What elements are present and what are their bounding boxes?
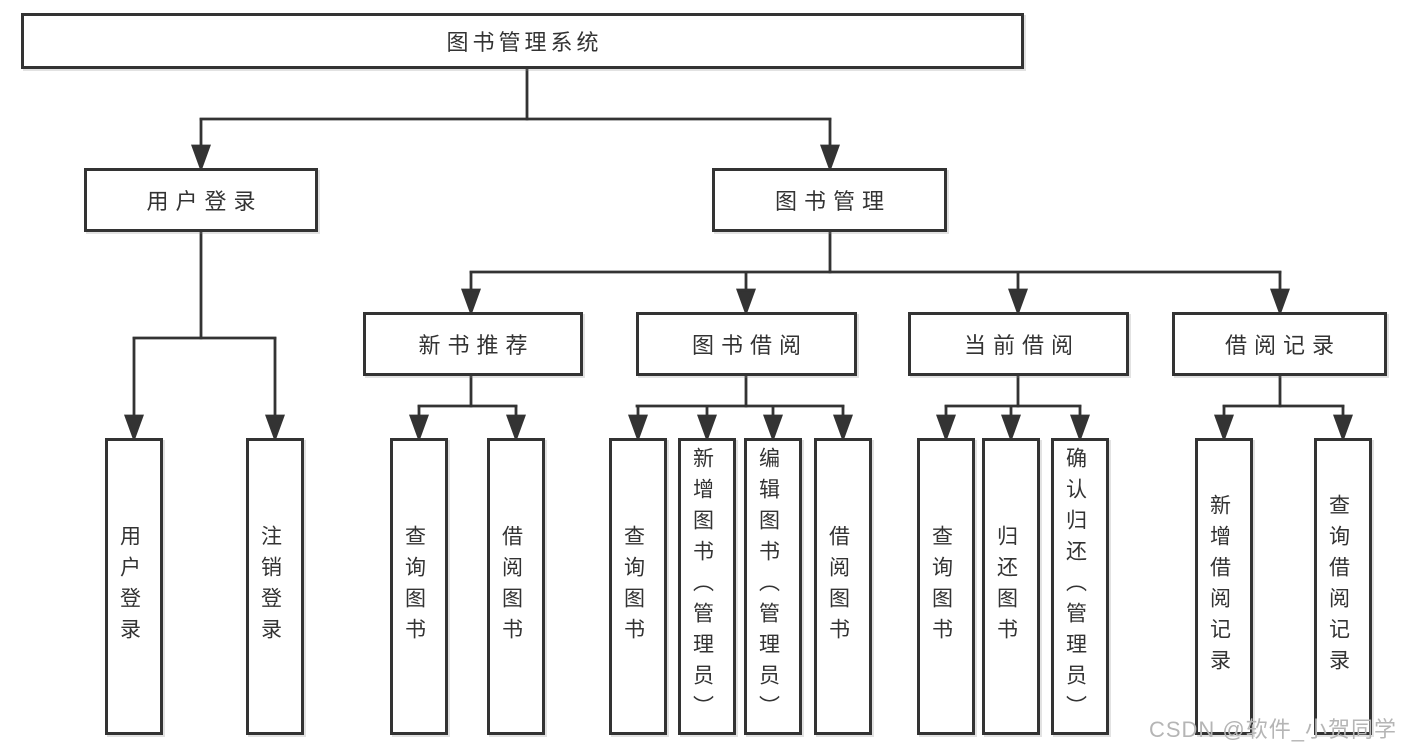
watermark-text: CSDN @软件_小贺同学 xyxy=(1148,717,1397,742)
node-user-login: 用户登录 xyxy=(84,168,318,232)
node-label: 借阅图书 xyxy=(826,524,850,649)
node-label: 编辑图书（管理员） xyxy=(756,447,780,726)
leaf-edit-books-admin: 编辑图书（管理员） xyxy=(744,438,802,735)
arrowhead xyxy=(736,288,756,317)
node-label: 新增图书（管理员） xyxy=(690,447,714,726)
node-label: 新书推荐 xyxy=(418,333,535,358)
leaf-confirm-return-admin: 确认归还（管理员） xyxy=(1051,438,1109,735)
leaf-add-books-admin: 新增图书（管理员） xyxy=(678,438,736,735)
node-label: 归还图书 xyxy=(994,524,1018,649)
arrowhead xyxy=(265,414,285,443)
node-label: 图书借阅 xyxy=(691,333,808,358)
arrowhead xyxy=(820,144,840,173)
arrowhead xyxy=(506,414,526,443)
leaf-logout: 注销登录 xyxy=(246,438,304,735)
node-label: 图书管理系统 xyxy=(446,30,603,55)
arrowhead xyxy=(409,414,429,443)
node-label: 新增借阅记录 xyxy=(1207,493,1231,680)
arrowhead xyxy=(833,414,853,443)
arrowhead xyxy=(461,288,481,317)
node-label: 查询图书 xyxy=(929,524,953,649)
leaf-borrow-books: 借阅图书 xyxy=(814,438,872,735)
leaf-return-books: 归还图书 xyxy=(982,438,1040,735)
node-label: 借阅图书 xyxy=(499,524,523,649)
leaf-add-borrow-record: 新增借阅记录 xyxy=(1195,438,1253,735)
leaf-query-borrow-record: 查询借阅记录 xyxy=(1314,438,1372,735)
node-borrowing-records: 借阅记录 xyxy=(1172,312,1387,376)
node-new-book-recommendation: 新书推荐 xyxy=(363,312,583,376)
arrowhead xyxy=(1001,414,1021,443)
arrowhead xyxy=(191,144,211,173)
node-label: 查询借阅记录 xyxy=(1326,493,1350,680)
node-label: 图书管理 xyxy=(774,189,891,214)
arrowhead xyxy=(1270,288,1290,317)
leaf-borrowing-query-books: 查询图书 xyxy=(609,438,667,735)
arrowhead xyxy=(124,414,144,443)
arrowhead xyxy=(763,414,783,443)
arrowhead xyxy=(697,414,717,443)
node-label: 用户登录 xyxy=(117,524,141,649)
node-label: 借阅记录 xyxy=(1224,333,1341,358)
arrowhead xyxy=(1070,414,1090,443)
node-current-borrowing: 当前借阅 xyxy=(908,312,1129,376)
node-library-management-system: 图书管理系统 xyxy=(21,13,1024,69)
arrowhead xyxy=(1333,414,1353,443)
node-book-management: 图书管理 xyxy=(712,168,947,232)
node-book-borrowing: 图书借阅 xyxy=(636,312,857,376)
arrowhead xyxy=(1214,414,1234,443)
leaf-recommend-borrow-books: 借阅图书 xyxy=(487,438,545,735)
arrowhead xyxy=(936,414,956,443)
node-label: 查询图书 xyxy=(402,524,426,649)
leaf-recommend-query-books: 查询图书 xyxy=(390,438,448,735)
node-label: 注销登录 xyxy=(258,524,282,649)
node-label: 查询图书 xyxy=(621,524,645,649)
node-label: 确认归还（管理员） xyxy=(1063,447,1087,726)
node-label: 用户登录 xyxy=(146,189,263,214)
leaf-current-query-books: 查询图书 xyxy=(917,438,975,735)
node-label: 当前借阅 xyxy=(963,333,1080,358)
arrowhead xyxy=(1008,288,1028,317)
arrowhead xyxy=(628,414,648,443)
leaf-user-login: 用户登录 xyxy=(105,438,163,735)
